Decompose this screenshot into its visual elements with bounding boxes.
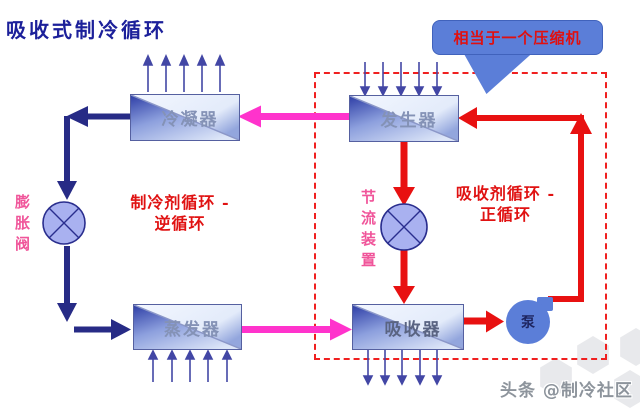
pump-body xyxy=(506,300,550,344)
pump-icon: 泵 xyxy=(506,297,553,344)
unit-box-background xyxy=(134,305,241,349)
absorber-heat-arrows-icon xyxy=(362,350,443,386)
absorbent-loop-line2: 正循环 xyxy=(479,205,531,224)
evaporator-label: 蒸发器 xyxy=(164,319,221,340)
throttle-device-label: 节流装置 xyxy=(360,188,376,269)
generator-box: 发生器 xyxy=(349,95,459,142)
compressor-equivalent-boundary xyxy=(314,72,607,360)
refrigerant-loop-line1: 制冷剂循环 - xyxy=(130,193,230,212)
expansion-valve-label: 膨胀阀 xyxy=(14,193,30,253)
vapor-flow-arrows xyxy=(238,105,352,341)
evaporator-box: 蒸发器 xyxy=(133,304,242,350)
absorbent-loop-line1: 吸收剂循环 - xyxy=(455,184,556,203)
condenser-heat-arrows-icon xyxy=(142,54,226,92)
absorbent-flow-arrows xyxy=(393,107,592,333)
throttle-device-icon xyxy=(380,203,428,251)
expansion-valve-icon xyxy=(42,201,86,245)
evaporator-heat-arrows-icon xyxy=(147,349,233,382)
hexagon-decoration xyxy=(577,336,609,374)
refrigerant-flow-arrows xyxy=(57,106,131,340)
hexagon-decoration xyxy=(620,328,640,366)
pump-label: 泵 xyxy=(521,315,535,331)
compressor-callout: 相当于一个压缩机 xyxy=(432,20,603,55)
condenser-label: 冷凝器 xyxy=(161,110,219,130)
page-title: 吸收式制冷循环 xyxy=(6,18,167,42)
compressor-callout-text: 相当于一个压缩机 xyxy=(453,29,582,47)
condenser-box: 冷凝器 xyxy=(130,94,240,141)
unit-box-background xyxy=(353,305,463,349)
unit-box-background xyxy=(350,96,458,141)
refrigerant-loop-label: 制冷剂循环 - 逆循环 xyxy=(110,192,250,234)
unit-box-background xyxy=(131,95,239,140)
absorber-label: 吸收器 xyxy=(384,319,442,340)
watermark: 头条 @制冷社区 xyxy=(500,381,633,401)
refrigerant-loop-line2: 逆循环 xyxy=(154,214,206,233)
generator-heat-arrows-icon xyxy=(359,62,443,97)
generator-label: 发生器 xyxy=(380,111,438,131)
hexagon-decoration xyxy=(540,358,572,396)
absorbent-loop-label: 吸收剂循环 - 正循环 xyxy=(438,183,573,225)
absorber-box: 吸收器 xyxy=(352,304,464,350)
